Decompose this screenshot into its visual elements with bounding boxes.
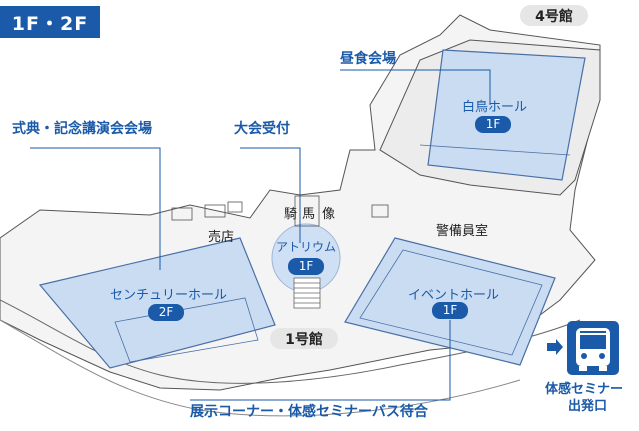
event-hall-area <box>344 237 556 366</box>
century-floor: 2F <box>158 305 174 319</box>
bus-departure-label-line2: 出発口 <box>568 399 608 414</box>
reception-callout-line <box>240 147 301 243</box>
reception-label: 大会受付 <box>234 121 290 137</box>
shiratori-hall-name: 白鳥ホール <box>462 100 528 115</box>
lunch-callout-line <box>340 69 491 105</box>
arrow-right-icon <box>547 339 563 355</box>
shiratori-floor: 1F <box>485 117 501 131</box>
shiratori-floor-pill <box>475 116 511 133</box>
statue-char-2: 馬 <box>302 207 316 222</box>
bus-departure-label-line1: 体感セミナー <box>545 382 624 397</box>
statue-char-1: 騎 <box>284 207 298 222</box>
ceremony-venue-label: 式典・記念講演会会場 <box>12 121 152 137</box>
building-4-label: 4号館 <box>520 5 588 26</box>
atrium-stairs <box>293 277 321 309</box>
atrium-floor: 1F <box>298 259 314 273</box>
century-hall-area <box>38 237 276 369</box>
event-floor-pill <box>432 302 468 319</box>
atrium-name: アトリウム <box>276 240 337 254</box>
guard-room-label: 警備員室 <box>436 224 489 239</box>
event-floor: 1F <box>442 303 458 317</box>
bus-icon <box>567 321 619 375</box>
statue-char-3: 像 <box>322 207 336 222</box>
building-1-label: 1号館 <box>270 328 338 349</box>
outer-road-2 <box>0 319 521 417</box>
floor-indicator: 1F・2F <box>0 6 100 38</box>
ceremony-callout-line <box>30 147 161 270</box>
shiratori-hall-area <box>427 49 586 181</box>
shop-label: 売店 <box>208 230 235 245</box>
exhibit-callout-line <box>190 320 451 401</box>
century-floor-pill <box>148 304 184 321</box>
event-hall-name: イベントホール <box>408 288 500 303</box>
lunch-venue-label: 昼食会場 <box>340 51 396 67</box>
atrium-floor-pill <box>288 258 324 275</box>
century-hall-name: センチュリーホール <box>110 288 228 303</box>
exhibit-corner-label: 展示コーナー・体感セミナーバス待合 <box>190 404 428 420</box>
